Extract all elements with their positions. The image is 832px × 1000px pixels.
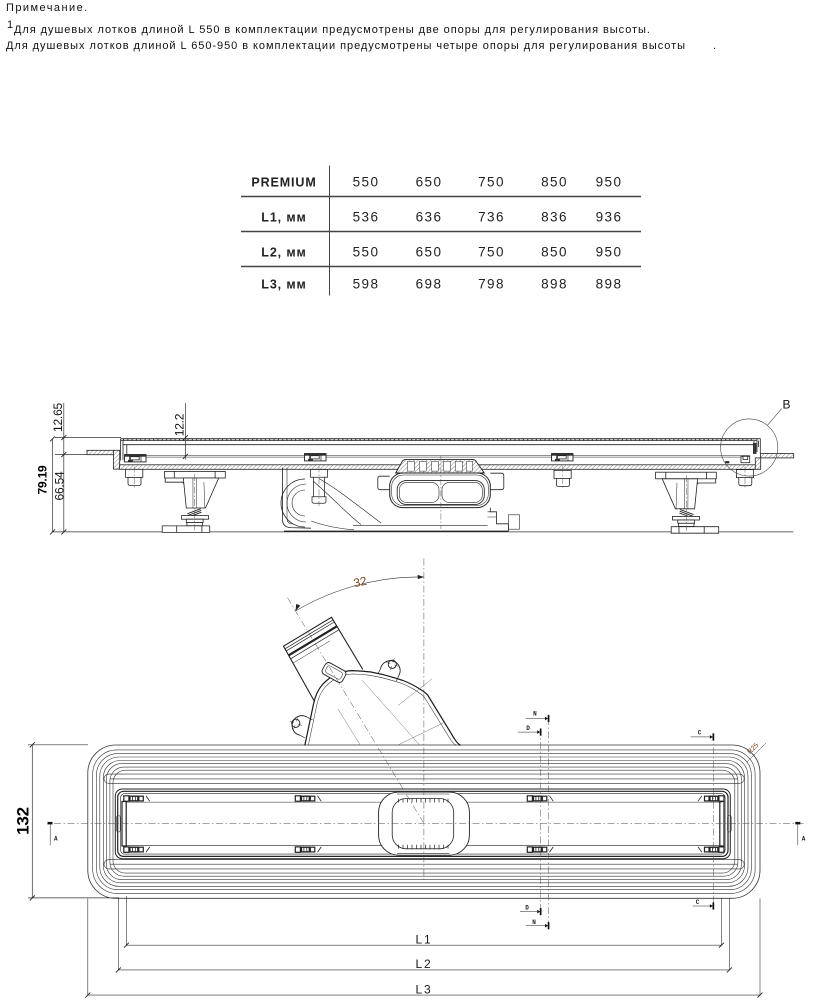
svg-text:550: 550	[353, 245, 380, 260]
svg-text:L2: L2	[416, 957, 433, 971]
svg-text:B: B	[783, 398, 791, 412]
svg-text:950: 950	[596, 175, 623, 190]
svg-text:598: 598	[353, 277, 380, 292]
svg-text:550: 550	[353, 175, 380, 190]
svg-text:750: 750	[478, 245, 505, 260]
svg-text:A: A	[802, 836, 806, 843]
svg-text:N: N	[532, 919, 536, 926]
svg-text:750: 750	[478, 175, 505, 190]
svg-text:850: 850	[541, 175, 568, 190]
svg-text:79.19: 79.19	[36, 465, 50, 495]
svg-text:L2, мм: L2, мм	[261, 246, 306, 260]
svg-text:1: 1	[7, 19, 14, 31]
svg-text:898: 898	[541, 277, 568, 292]
svg-text:Для душевых лотков длиной L 55: Для душевых лотков длиной L 550 в компле…	[14, 24, 651, 36]
svg-text:12.2: 12.2	[173, 413, 187, 436]
svg-text:950: 950	[596, 245, 623, 260]
svg-text:32: 32	[352, 574, 368, 590]
svg-text:636: 636	[416, 210, 443, 225]
svg-text:Для душевых лотков длиной L 65: Для душевых лотков длиной L 650-950 в ко…	[6, 40, 686, 52]
svg-text:798: 798	[478, 277, 505, 292]
svg-text:C: C	[698, 730, 702, 737]
svg-text:C: C	[696, 899, 700, 906]
svg-text:650: 650	[416, 175, 443, 190]
svg-text:132: 132	[14, 807, 33, 835]
svg-text:698: 698	[416, 277, 443, 292]
svg-text:736: 736	[478, 210, 505, 225]
svg-text:936: 936	[596, 210, 623, 225]
svg-text:A: A	[54, 836, 58, 843]
svg-text:D: D	[526, 725, 530, 732]
svg-text:L3: L3	[416, 982, 433, 996]
svg-text:836: 836	[541, 210, 568, 225]
svg-text:66.54: 66.54	[53, 471, 67, 501]
svg-text:898: 898	[596, 277, 623, 292]
svg-text:N: N	[533, 710, 537, 717]
svg-text:L3, мм: L3, мм	[261, 278, 306, 292]
svg-text:L1, мм: L1, мм	[261, 211, 306, 225]
svg-text:R25: R25	[746, 742, 760, 756]
svg-text:12.65: 12.65	[51, 402, 65, 432]
svg-text:D: D	[525, 905, 529, 912]
svg-text:650: 650	[416, 245, 443, 260]
svg-text:PREMIUM: PREMIUM	[251, 176, 316, 190]
svg-text:Примечание.: Примечание.	[6, 2, 89, 14]
svg-text:.: .	[713, 40, 717, 52]
svg-text:536: 536	[353, 210, 380, 225]
svg-text:L1: L1	[416, 933, 433, 947]
svg-text:850: 850	[541, 245, 568, 260]
